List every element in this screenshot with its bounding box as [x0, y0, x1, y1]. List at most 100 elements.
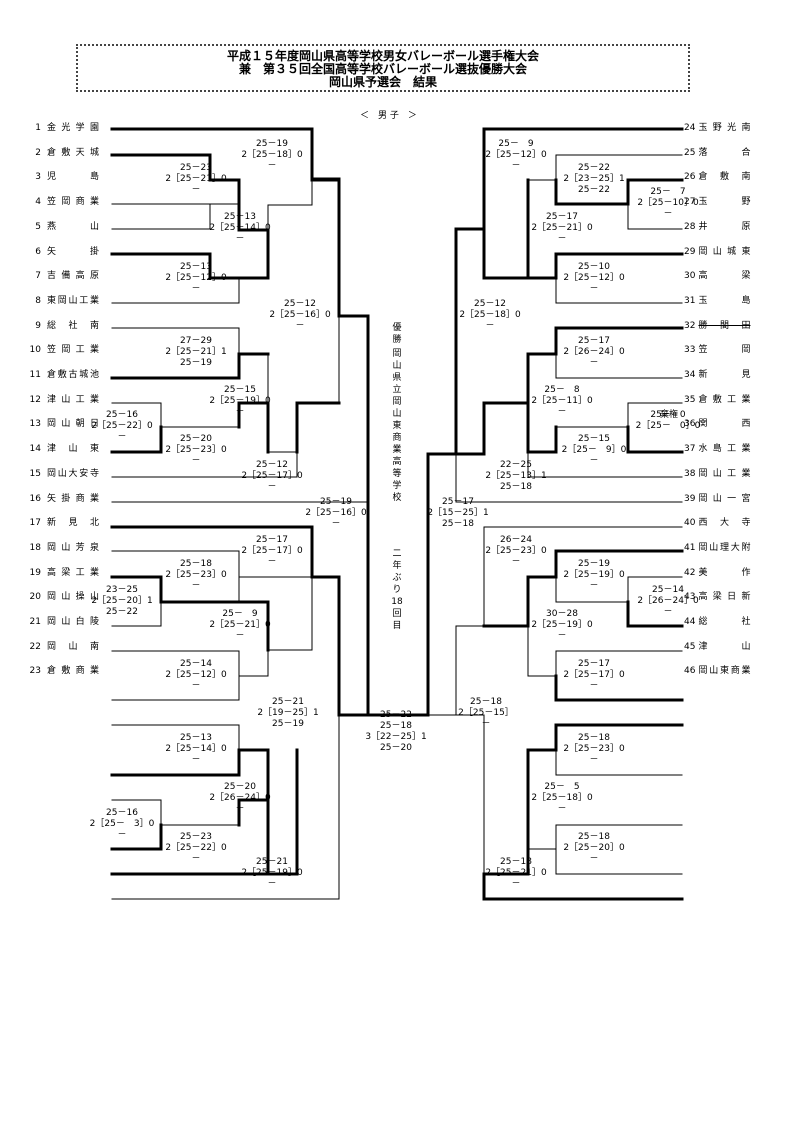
- score-line: 2［25－15］: [458, 708, 514, 718]
- team-name: 笠岡: [698, 345, 751, 356]
- score-line: 25－12: [256, 460, 288, 470]
- score-line: －: [117, 830, 127, 840]
- team-name: 児島: [47, 172, 99, 183]
- score-line: 25－21: [256, 857, 288, 867]
- team-number: 9: [35, 320, 41, 331]
- score-line: －: [589, 456, 599, 466]
- score-line: 2［25－12］0: [165, 273, 227, 283]
- score-line: 2［25－21］0: [165, 174, 227, 184]
- score-line: 30－28: [546, 609, 578, 619]
- team-name: 吉備高原: [47, 271, 99, 282]
- team-name: 水島工業: [698, 444, 751, 455]
- score-line: 25－13: [180, 262, 212, 272]
- team-number: 38: [684, 468, 696, 479]
- score-line: －: [511, 879, 521, 889]
- score-line: 2［25－21］0: [485, 868, 547, 878]
- score-line: －: [557, 407, 567, 417]
- score-line: 25－17: [546, 212, 578, 222]
- score-line: 25－21: [272, 697, 304, 707]
- team-number: 12: [29, 394, 41, 405]
- score-line: 25－19: [578, 559, 610, 569]
- score-line: 25－17: [256, 535, 288, 545]
- team-number: 6: [35, 246, 41, 257]
- score-line: 25－18: [500, 857, 532, 867]
- champion-label: 優勝: [392, 323, 402, 345]
- score-line: 27－29: [180, 336, 212, 346]
- team-name: 岡山理大附: [698, 542, 751, 553]
- score-line: 2［25－18］0: [531, 793, 593, 803]
- score-line: 25－18: [180, 559, 212, 569]
- team-name: 玉野: [698, 197, 751, 208]
- score-line: －: [557, 631, 567, 641]
- score-line: 2［25－23］0: [485, 546, 547, 556]
- team-number: 1: [35, 123, 41, 133]
- score-line: 2［25－13］1: [485, 471, 547, 481]
- score-line: 25－ 7: [650, 187, 686, 197]
- team-name: 高梁: [698, 271, 751, 282]
- score-line: －: [235, 407, 245, 417]
- team-name: 岡山操山: [47, 592, 99, 603]
- champion-note: 二年ぶり18回目: [391, 549, 403, 631]
- team-name: 勝間田: [698, 320, 751, 331]
- score-line: 25－12: [284, 299, 316, 309]
- team-name: 笠岡工業: [47, 345, 99, 356]
- score-line: －: [191, 581, 201, 591]
- team-number: 32: [684, 320, 696, 331]
- team-number: 21: [29, 617, 41, 627]
- team-number: 35: [684, 394, 696, 405]
- score-line: －: [117, 432, 127, 442]
- score-line: 2［15－25］1: [427, 508, 489, 518]
- team-number: 10: [29, 345, 41, 356]
- team-number: 13: [29, 419, 41, 430]
- score-line: 2［25－20］1: [91, 596, 153, 606]
- score-line: 25－ 5: [544, 782, 580, 792]
- team-number: 42: [684, 567, 696, 578]
- team-number: 24: [684, 123, 696, 133]
- team-name: 新見: [698, 370, 751, 380]
- score-line: 2［25－16］0: [305, 508, 367, 518]
- team-number: 18: [29, 542, 41, 553]
- score-line: 25－16: [106, 808, 138, 818]
- team-number: 30: [684, 271, 696, 282]
- team-name: 岡山朝日: [47, 419, 99, 430]
- team-number: 45: [684, 641, 696, 652]
- team-number: 20: [29, 592, 41, 603]
- score-line: －: [235, 234, 245, 244]
- team-name: 岡山南: [47, 641, 99, 652]
- team-number: 43: [684, 592, 696, 603]
- score-line: 2［25－17］0: [563, 670, 625, 680]
- score-line: 25－22: [578, 185, 610, 195]
- team-number: 14: [29, 444, 41, 455]
